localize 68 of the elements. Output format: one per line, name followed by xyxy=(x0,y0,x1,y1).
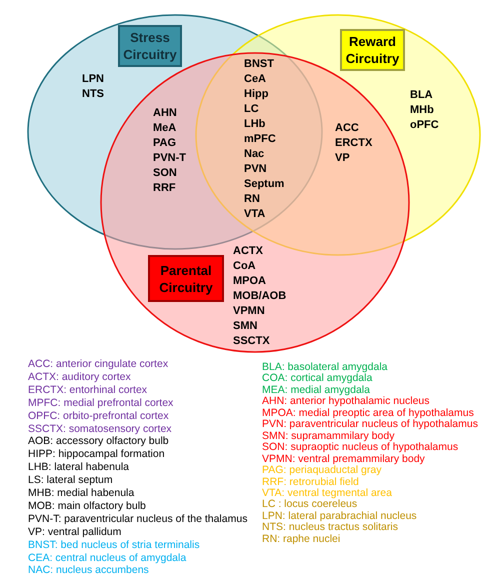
region-abbreviation: ACC xyxy=(335,122,359,135)
region-abbreviation: SSCTX xyxy=(233,335,270,348)
glossary-entry: COA: cortical amygdala xyxy=(262,372,372,384)
glossary-entry: ACTX: auditory cortex xyxy=(28,370,131,383)
glossary-entry: PVN-T: paraventricular nucleus of the thalamus xyxy=(28,512,248,525)
glossary-entry: OPFC: orbito-prefrontal cortex xyxy=(28,410,169,422)
region-abbreviation: LC xyxy=(244,103,259,116)
region-abbreviation: Hipp xyxy=(244,88,268,101)
region-abbreviation: BNST xyxy=(244,58,274,71)
glossary-entry: HIPP: hippocampal formation xyxy=(28,448,165,460)
circuit-title: Reward Circuitry xyxy=(340,29,405,71)
region-abbreviation: Septum xyxy=(244,178,284,191)
glossary-entry: BNST: bed nucleus of stria terminalis xyxy=(28,538,200,551)
region-abbreviation: SMN xyxy=(233,320,258,333)
region-abbreviation: PAG xyxy=(153,137,176,150)
region-abbreviation: LPN xyxy=(82,73,104,86)
region-abbreviation: LHb xyxy=(244,118,266,131)
region-abbreviation: MOB/AOB xyxy=(233,290,286,303)
region-abbreviation: Nac xyxy=(244,148,264,161)
glossary-entry: RRF: retrorubial field xyxy=(262,476,359,488)
region-abbreviation: CeA xyxy=(244,73,266,86)
region-abbreviation: PVN xyxy=(244,163,267,176)
glossary-entry: SMN: supramammilary body xyxy=(262,430,394,442)
region-abbreviation: NTS xyxy=(82,88,104,101)
glossary-entry: NAC: nucleus accumbens xyxy=(28,564,149,576)
region-abbreviation: VPMN xyxy=(233,305,265,318)
region-abbreviation: MHb xyxy=(410,104,434,117)
region-abbreviation: VTA xyxy=(244,208,266,221)
glossary-entry: MOB: main olfactory bulb xyxy=(28,500,146,512)
glossary-entry: VTA: ventral tegmental area xyxy=(262,486,392,499)
region-abbreviation: VP xyxy=(335,152,350,165)
glossary-entry: ERCTX: entorhinal cortex xyxy=(28,384,148,396)
region-abbreviation: ERCTX xyxy=(335,137,372,150)
region-abbreviation: AHN xyxy=(153,107,177,120)
glossary-entry: MHB: medial habenula xyxy=(28,487,134,499)
glossary-entry: PVN: paraventricular nucleus of hypothalamus xyxy=(262,418,478,430)
region-abbreviation: MeA xyxy=(153,122,176,135)
region-abbreviation: SON xyxy=(153,167,177,180)
glossary-entry: MPFC: medial prefrontal cortex xyxy=(28,396,174,409)
glossary-entry: ACC: anterior cingulate cortex xyxy=(28,358,168,370)
region-abbreviation: ACTX xyxy=(233,245,263,258)
circuit-title: Stress Circuitry xyxy=(118,25,182,67)
region-abbreviation: RRF xyxy=(153,182,176,195)
glossary-entry: VP: ventral pallidum xyxy=(28,526,122,538)
region-abbreviation: PVN-T xyxy=(153,152,186,165)
glossary-entry: RN: raphe nuclei xyxy=(262,532,340,545)
glossary-entry: VPMN: ventral premammilary body xyxy=(262,452,425,465)
region-abbreviation: oPFC xyxy=(410,119,439,132)
glossary-entry: AHN: anterior hypothalamic nucleus xyxy=(262,395,430,408)
glossary-entry: NTS: nucleus tractus solitaris xyxy=(262,521,398,534)
glossary-entry: PAG: periaquaductal gray xyxy=(262,464,382,476)
glossary-entry: MPOA: medial preoptic area of hypothalamus xyxy=(262,406,474,419)
glossary-entry: MEA: medial amygdala xyxy=(262,384,370,396)
glossary-entry: SSCTX: somatosensory cortex xyxy=(28,422,172,434)
region-abbreviation: RN xyxy=(244,193,260,206)
glossary-entry: LPN: lateral parabrachial nucleus xyxy=(262,510,417,522)
glossary-entry: AOB: accessory olfactory bulb xyxy=(28,435,169,448)
glossary-entry: BLA: basolateral amygdala xyxy=(262,361,388,373)
glossary-entry: LS: lateral septum xyxy=(28,474,113,486)
region-abbreviation: MPOA xyxy=(233,275,266,288)
region-abbreviation: mPFC xyxy=(244,133,276,146)
region-abbreviation: BLA xyxy=(410,89,433,102)
circuit-title: Parental Circuitry xyxy=(148,255,224,302)
glossary-entry: SON: supraoptic nucleus of hypothalamus xyxy=(262,441,458,454)
region-abbreviation: CoA xyxy=(233,260,256,273)
glossary-entry: LC : locus coereleus xyxy=(262,498,358,510)
glossary-entry: LHB: lateral habenula xyxy=(28,461,129,474)
glossary-entry: CEA: central nucleus of amygdala xyxy=(28,552,186,564)
